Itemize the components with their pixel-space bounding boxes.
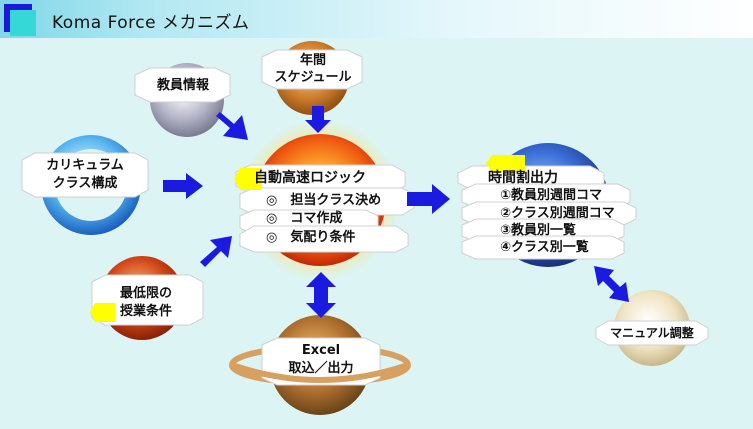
node-min-conditions-line2: 授業条件 [119, 304, 172, 319]
conditions-highlight [90, 303, 115, 322]
auto-logic-highlight [234, 168, 262, 190]
node-curriculum-line1: カリキュラム [46, 158, 124, 173]
node-auto-logic-item-3: ◎ 気配り条件 [266, 230, 356, 245]
node-min-conditions-line1: 最低限の [119, 286, 172, 301]
header-bar [0, 0, 753, 38]
saturn-ring-front [231, 362, 409, 383]
node-timetable-item-1: ①教員別週間コマ [500, 188, 603, 203]
node-teacher-info: 教員情報 [156, 78, 209, 93]
arrow-teacher-to-logic [216, 112, 248, 140]
arrow-conditions-to-logic [200, 236, 232, 267]
node-timetable-item-2: ②クラス別週間コマ [500, 206, 615, 221]
header-logo-light-square [10, 10, 36, 36]
node-excel-line2: 取込／出力 [288, 361, 354, 376]
node-timetable-item-3: ③教員別一覧 [500, 223, 577, 238]
arrow-schedule-to-logic [305, 106, 331, 133]
node-manual-adjust: マニュアル調整 [610, 326, 694, 340]
node-auto-logic-item-1: ◎ 担当クラス決め [266, 193, 382, 208]
node-annual-schedule-line1: 年間 [299, 53, 326, 68]
node-auto-logic-title: 自動高速ロジック [254, 170, 366, 186]
arrow-logic-to-output [407, 184, 450, 214]
node-timetable-title: 時間割出力 [488, 170, 558, 186]
timetable-highlight [486, 155, 525, 172]
node-timetable-item-4: ④クラス別一覧 [500, 240, 589, 255]
arrow-logic-excel-bidirectional [306, 272, 336, 318]
node-annual-schedule-line2: スケジュール [274, 70, 352, 85]
arrow-output-manual-bidirectional [594, 266, 629, 302]
node-auto-logic-item-2: ◎ コマ作成 [266, 211, 343, 226]
flow-arrows [163, 106, 629, 318]
node-curriculum-line2: クラス構成 [52, 176, 118, 191]
page-title: Koma Force メカニズム [52, 13, 250, 33]
label-plates [21, 49, 709, 386]
node-excel-line1: Excel [301, 343, 341, 358]
arrow-curriculum-to-logic [163, 173, 203, 199]
